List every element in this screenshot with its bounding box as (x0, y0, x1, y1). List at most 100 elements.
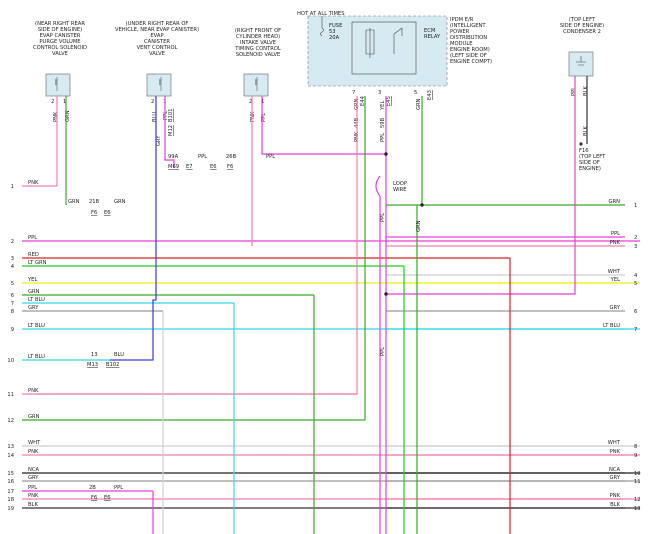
conn-blu: BLU (114, 352, 124, 358)
vent-wire-gry: GRY (156, 135, 162, 146)
ground-location-2: SIDE OF (579, 160, 600, 166)
ipdm-pnk-wire (36, 96, 358, 395)
ipdm-name-3: DISTRIBUTION (450, 35, 487, 41)
ecm-relay-box (351, 21, 417, 75)
solenoid-icon (158, 77, 162, 91)
right-row-number: 5 (634, 281, 637, 287)
ipdm-conn-e44: E44 (360, 95, 366, 106)
left-row-color: PPL (28, 235, 37, 241)
right-row-color: PNK (610, 449, 621, 455)
ground-location-1: (TOP LEFT (579, 154, 606, 160)
conn-m69: M69 (168, 164, 179, 170)
right-row-number: 8 (634, 444, 637, 450)
ipdm-wire-ppl: PPL (380, 133, 386, 142)
timing-name-2: TIMING CONTROL (234, 46, 281, 52)
ground-point-icon (579, 142, 583, 146)
splice-ppl-label: PPL (380, 213, 386, 222)
conn-2b: 2B (89, 485, 96, 491)
left-row-number: 9 (11, 327, 14, 333)
left-row-number: 5 (11, 281, 14, 287)
left-row-color: GRY (28, 475, 39, 481)
splice-dot (384, 152, 388, 156)
ipdm-wire-yel: YEL (380, 101, 386, 111)
solenoid-icon (54, 77, 58, 91)
bus-wires (22, 185, 640, 509)
timing-valve: (RIGHT FRONT OF CYLINDER HEAD) INTAKE VA… (234, 28, 281, 122)
right-row-number: 1 (634, 203, 637, 209)
left-row-number: 17 (7, 489, 14, 495)
splice-grn-label: GRN (416, 220, 422, 232)
right-row-number: 3 (634, 244, 637, 250)
condenser-wire-blk: BLK (583, 86, 589, 96)
timing-name-3: SOLENOID VALVE (236, 52, 281, 58)
fuse-number: 53 (329, 29, 336, 35)
vent-location-2: VEHICLE, NEAR EVAP CANISTER) (115, 27, 199, 33)
ipdm-name-6: (LEFT SIDE OF (450, 53, 487, 59)
left-row-color: YEL (27, 277, 37, 283)
ipdm-name-2: POWER (450, 29, 470, 35)
splice-dot (384, 292, 388, 296)
timing-name-1: INTAKE VALVE (240, 40, 276, 46)
timing-pin-2: 2 (249, 99, 252, 105)
condenser-box (568, 51, 594, 77)
ground-location-3: ENGINE) (579, 166, 601, 172)
purge-name-2: PURGE VOLUME (39, 39, 80, 45)
right-row-color: WHT (608, 269, 621, 275)
timing-ppl-wire (261, 96, 386, 155)
left-row-number: 13 (7, 444, 14, 450)
ipdm-conn-e43: E43 (427, 90, 433, 100)
left-row-number: 12 (7, 418, 14, 424)
ipdm-pin-7: 7 (352, 90, 355, 96)
purge-pin-2: 2 (51, 99, 54, 105)
right-row-number: 7 (634, 327, 637, 333)
right-row-color: GRN (608, 199, 620, 205)
right-row-number: 6 (634, 309, 637, 315)
conn-e6-bot: E6 (104, 495, 111, 501)
left-row-number: 8 (11, 309, 14, 315)
solenoid-icon (254, 77, 258, 91)
left-row-number: 18 (7, 497, 14, 503)
timing-wire-pnk: PNK (250, 111, 256, 122)
left-row-color: PNK (28, 449, 39, 455)
ipdm-conn-e45: E45 (386, 96, 392, 106)
right-row-number: 11 (634, 479, 641, 485)
purge-valve: (NEAR RIGHT REAR SIDE OF ENGINE) EVAP CA… (33, 21, 87, 122)
conn-ppl-b: PPL (266, 154, 275, 160)
conn-e6-top: E6 (210, 164, 217, 170)
left-row-color: PNK (28, 388, 39, 394)
ipdm-outline (307, 15, 448, 87)
ground-wire-blk: BLK (583, 126, 589, 136)
condenser-ppl-wire (386, 76, 576, 295)
loop-wire-curve (375, 175, 381, 197)
left-row-number: 3 (11, 256, 14, 262)
ipdm-module: HOT AT ALL TIMES FUSE 53 20A ECM RELAY I… (297, 11, 492, 142)
right-row-color: PPL (611, 231, 620, 237)
left-row-color: BLK (28, 502, 38, 508)
purge-wire-pnk: PNK (53, 111, 59, 122)
condenser: (TOP LEFT SIDE OF ENGINE) CONDENSER 2 PP… (560, 17, 606, 172)
purge-name-3: CONTROL SOLENOID (33, 45, 87, 51)
timing-wire-ppl: PPL (261, 113, 267, 122)
right-row-color: LT BLU (603, 323, 620, 329)
vent-ppl-wire (164, 96, 175, 168)
ipdm-pin-5: 5 (414, 90, 417, 96)
ipdm-name-0: IPDM E/R (450, 17, 474, 23)
timing-pin-1: 1 (261, 99, 264, 105)
conn-21b: 21B (89, 199, 100, 205)
vent-pin-2: 2 (151, 99, 154, 105)
condenser-location-1: (TOP LEFT (569, 17, 596, 23)
loop-wire-label-2: WIRE (393, 187, 407, 193)
relay-switch-icon (393, 27, 403, 54)
conn-f6-mid: F6 (91, 210, 97, 216)
left-row-color: WHT (28, 440, 41, 446)
vent-name-1: EVAP (150, 33, 163, 39)
left-row-color: LT BLU (28, 323, 45, 329)
purge-location-2: SIDE OF ENGINE) (38, 27, 82, 33)
conn-13: 13 (91, 352, 98, 358)
purge-name-1: EVAP CANISTER (40, 33, 81, 39)
right-row-color: BLK (610, 502, 620, 508)
condenser-location-2: SIDE OF ENGINE) (560, 23, 604, 29)
ipdm-wire-grn-2: GRN (416, 98, 422, 110)
